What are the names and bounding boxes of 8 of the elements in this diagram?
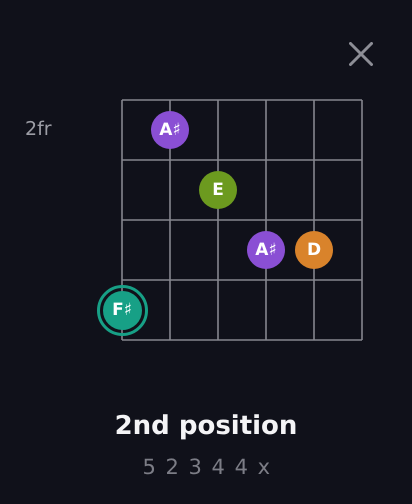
note-marker: E: [199, 171, 237, 209]
fret-number: 2fr: [25, 119, 52, 141]
note-marker: D: [295, 231, 333, 269]
fingering-numbers: 5 2 3 4 4 x: [142, 455, 272, 480]
note-marker: A♯: [247, 231, 285, 269]
position-title: 2nd position: [114, 412, 298, 442]
note-marker: A♯: [151, 111, 189, 149]
root-note-marker: F♯: [96, 284, 148, 336]
